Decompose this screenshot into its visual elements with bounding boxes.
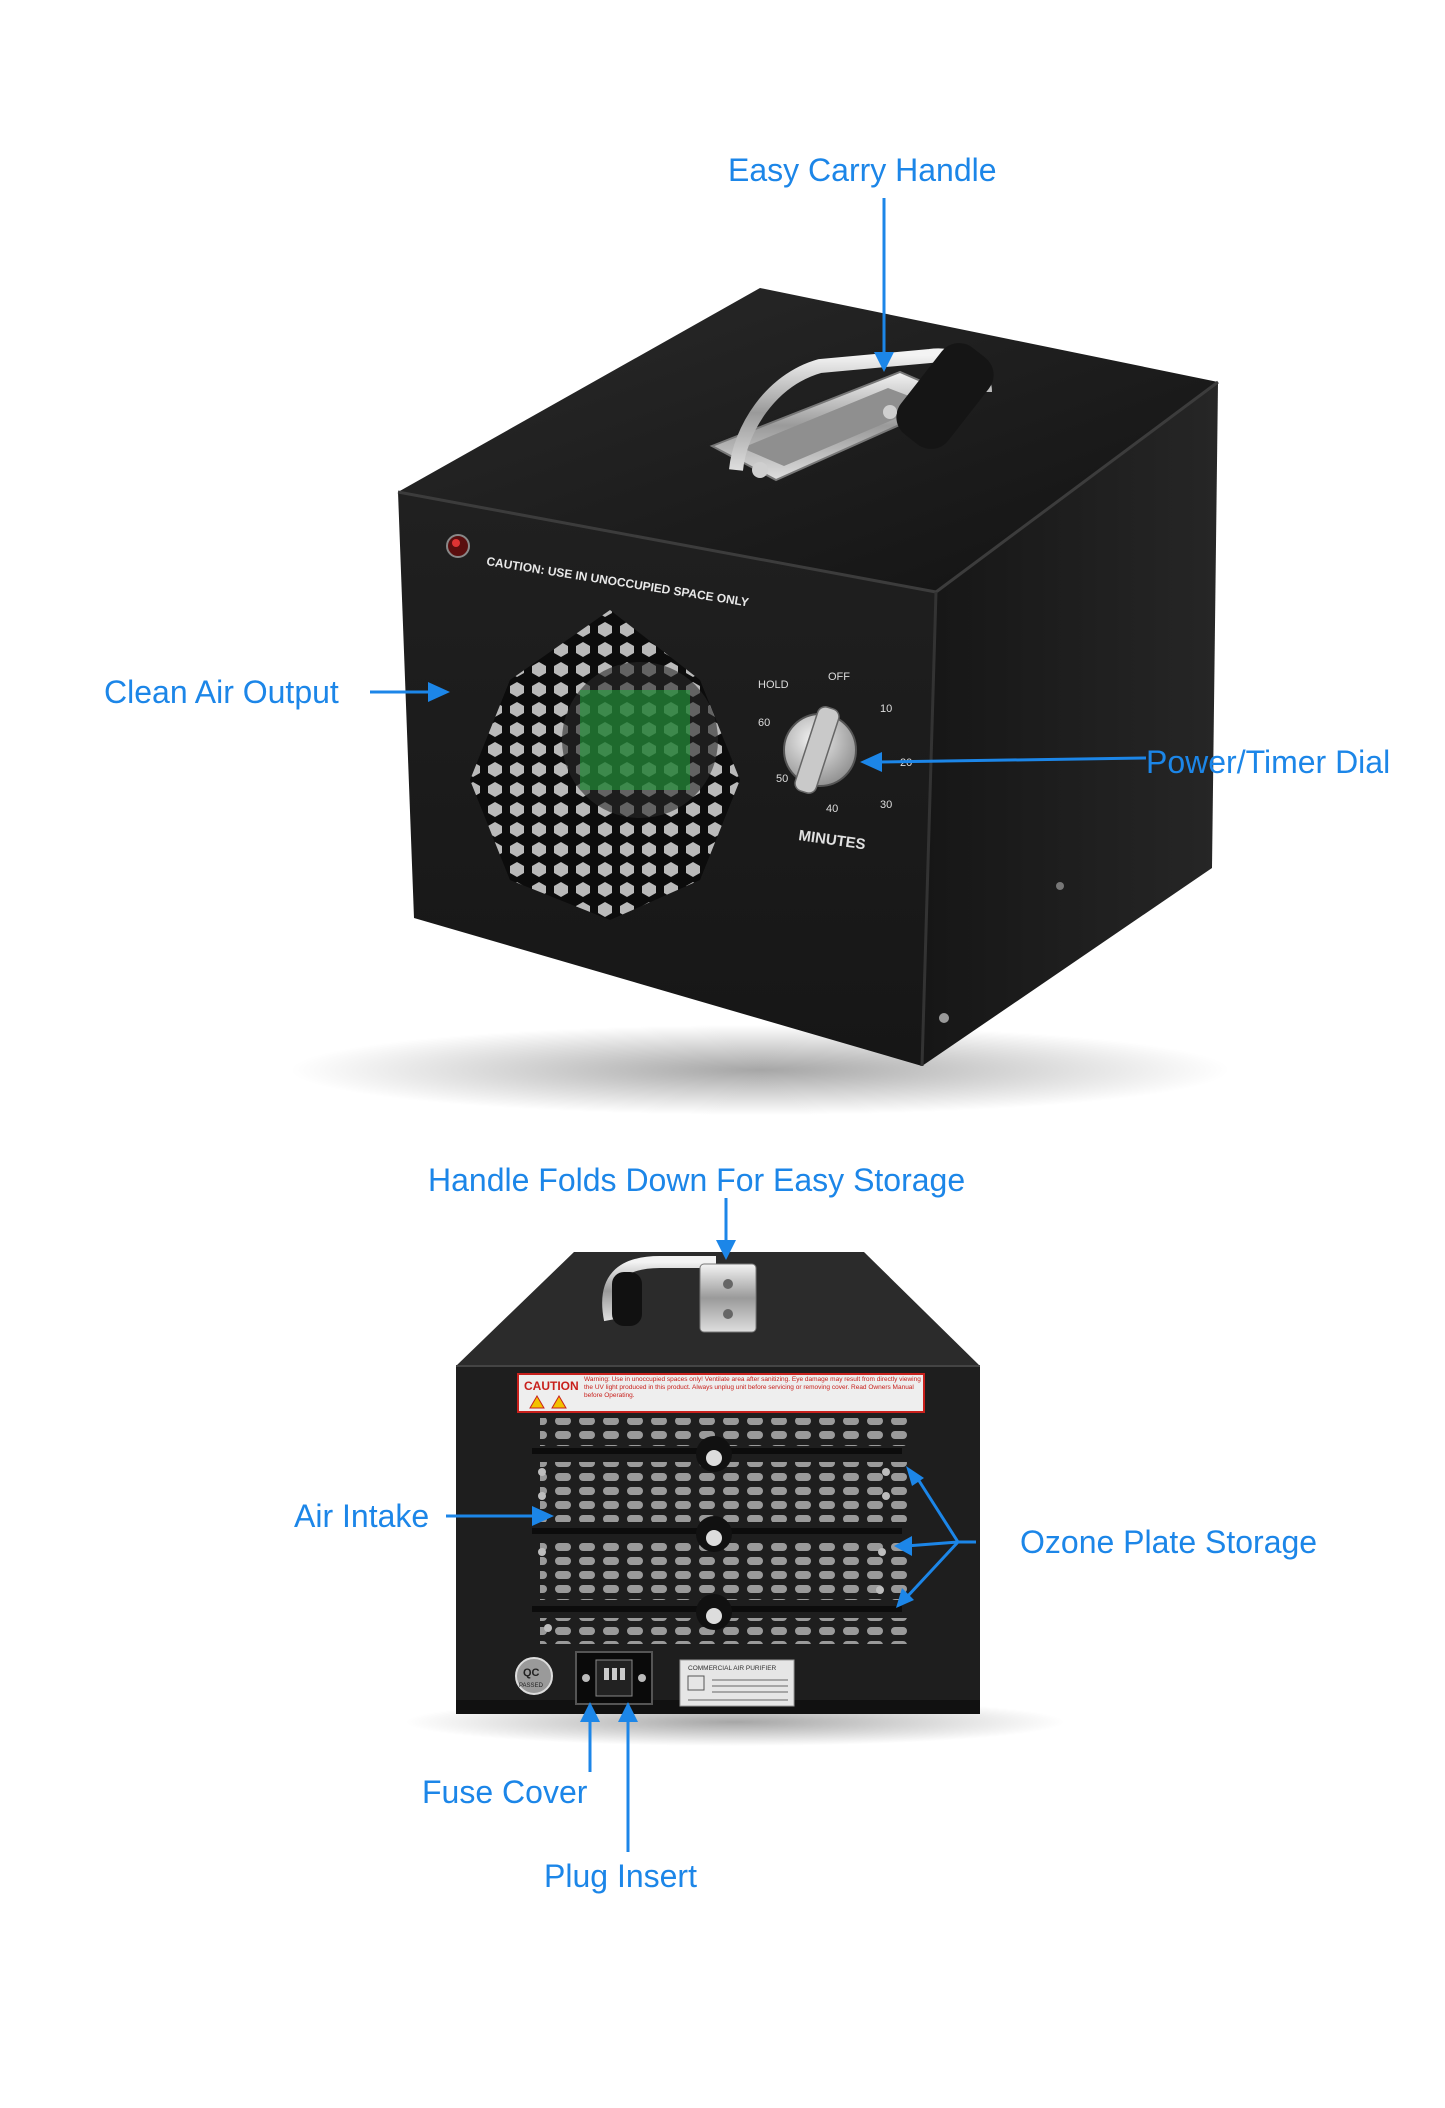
callout-handle-folds-down: Handle Folds Down For Easy Storage	[428, 1162, 966, 1198]
rear-device: CAUTION Warning: Use in unoccupied space…	[405, 1252, 1065, 1746]
spec-label: COMMERCIAL AIR PURIFIER	[679, 1659, 795, 1707]
spec-label-title: COMMERCIAL AIR PURIFIER	[688, 1665, 777, 1672]
timer-dial: OFF 10 20 30 40 50 60 HOLD MINUTES	[758, 671, 912, 853]
dial-mark-off: OFF	[828, 671, 850, 683]
top-callout-arrows	[370, 198, 1147, 772]
bottom-callout-arrows	[446, 1198, 976, 1852]
dial-mark-50: 50	[776, 773, 788, 785]
folded-handle	[602, 1256, 757, 1333]
callout-plug-insert: Plug Insert	[544, 1858, 697, 1894]
qc-sticker: QC PASSED	[515, 1657, 553, 1695]
callout-air-intake: Air Intake	[294, 1498, 430, 1534]
callout-power-timer-dial: Power/Timer Dial	[1146, 744, 1391, 780]
qc-badge-text: QC	[523, 1667, 540, 1679]
dial-mark-hold: HOLD	[758, 679, 789, 691]
callout-ozone-plate-storage: Ozone Plate Storage	[1020, 1524, 1318, 1560]
warning-text: Warning: Use in unoccupied spaces only! …	[584, 1376, 921, 1399]
carry-handle	[709, 343, 994, 482]
callout-easy-carry-handle: Easy Carry Handle	[728, 152, 997, 188]
dial-mark-60: 60	[758, 717, 770, 729]
ozone-plate-slots	[532, 1436, 902, 1630]
power-socket	[575, 1651, 653, 1705]
callout-fuse-cover: Fuse Cover	[422, 1774, 588, 1810]
dial-mark-10: 10	[880, 703, 892, 715]
warning-label: CAUTION Warning: Use in unoccupied space…	[517, 1373, 925, 1413]
dial-mark-40: 40	[826, 803, 838, 815]
dial-mark-30: 30	[880, 799, 892, 811]
front-device: CAUTION: USE IN UNOCCUPIED SPACE ONLY OF…	[290, 288, 1230, 1115]
qc-badge-sub: PASSED	[519, 1683, 544, 1689]
air-intake-vents	[540, 1418, 910, 1644]
callout-clean-air-output: Clean Air Output	[104, 674, 339, 710]
warning-title: CAUTION	[524, 1379, 579, 1393]
